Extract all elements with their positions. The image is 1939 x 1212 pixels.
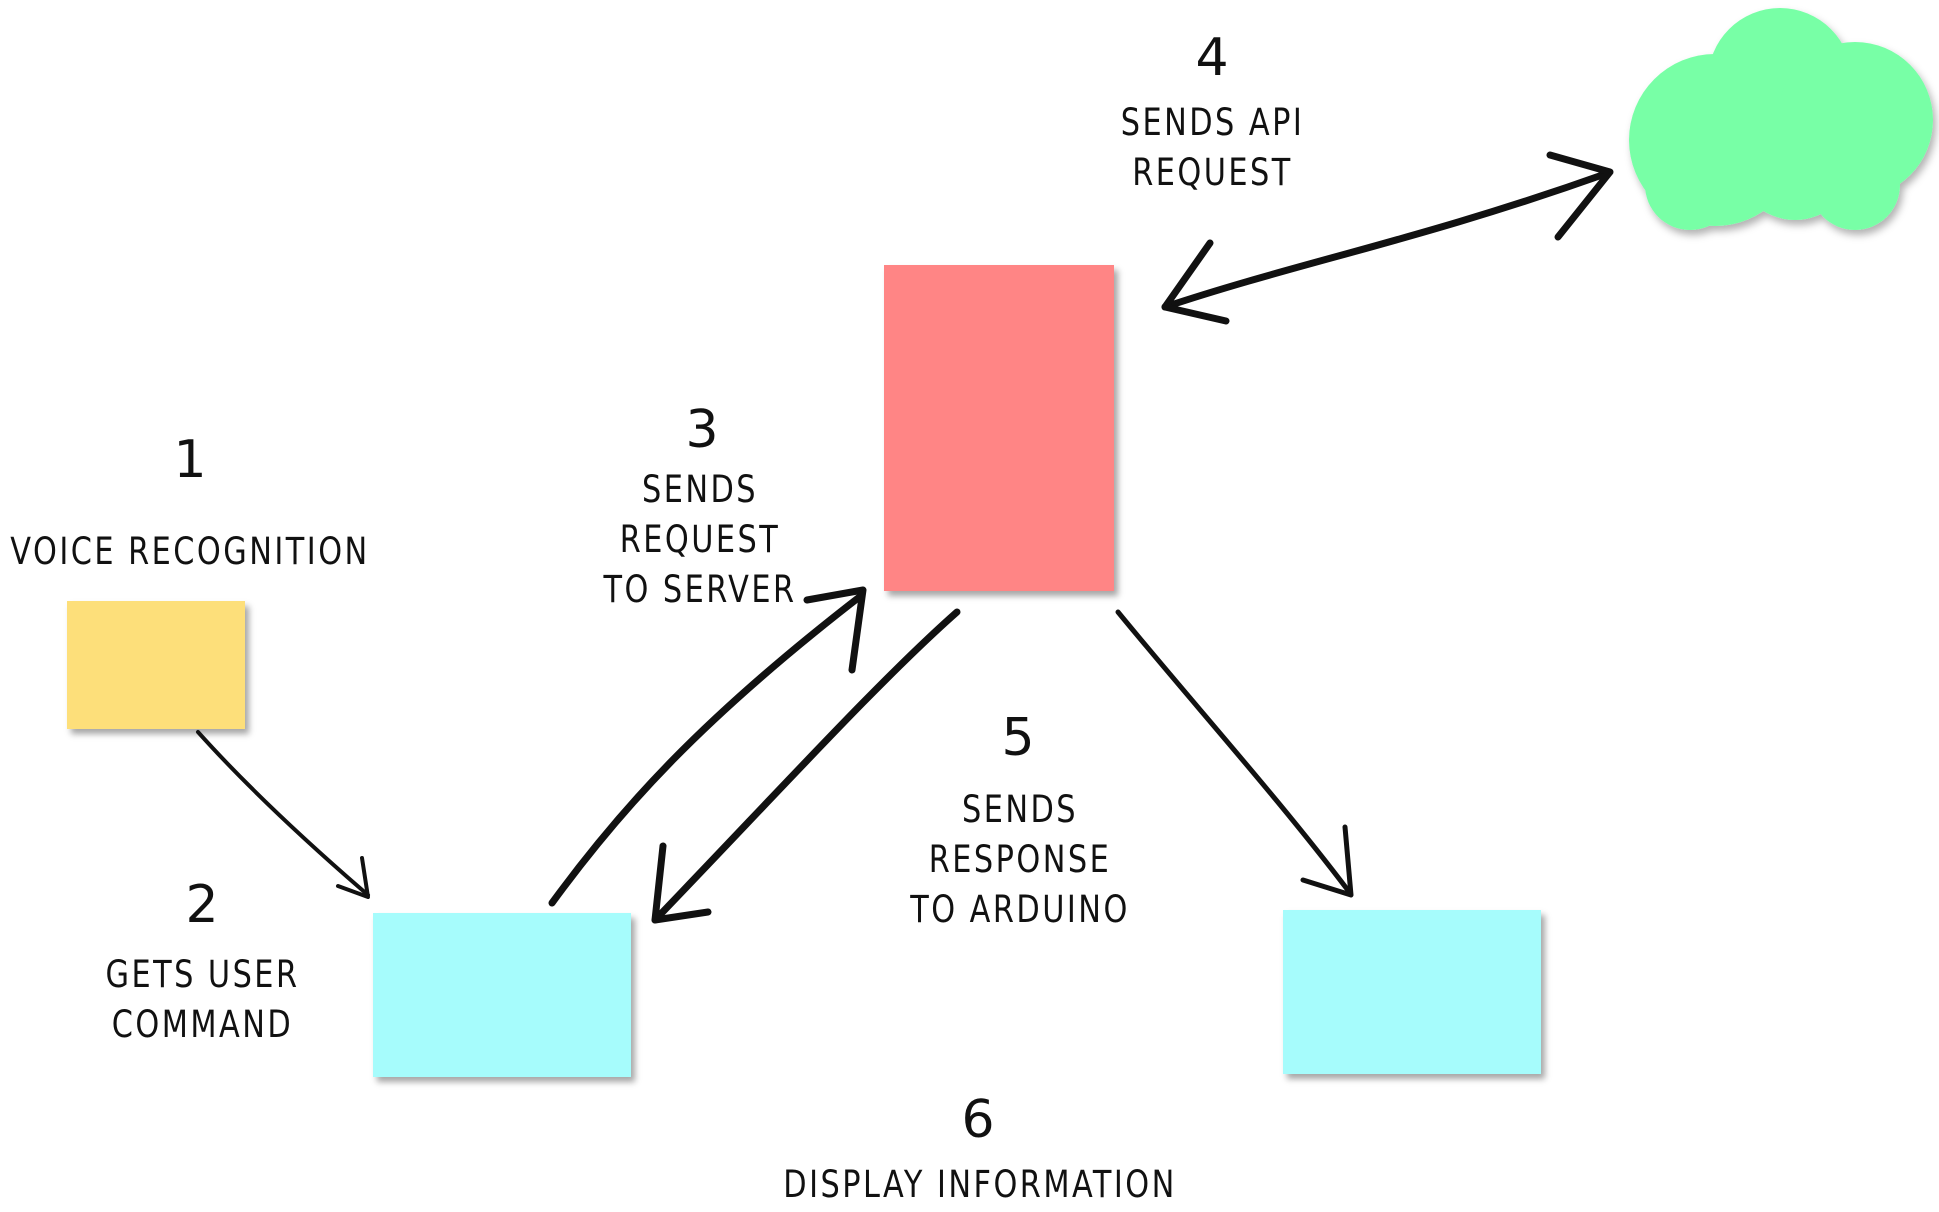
step-1-number: 1 <box>173 430 207 490</box>
step-3-number: 3 <box>685 400 719 460</box>
step-5-label-line-1: SENDS RESPONSE <box>928 788 1112 881</box>
step-3-label: SENDS REQUEST TO SERVER <box>569 465 831 615</box>
step-4-label: SENDS API REQUEST <box>1108 98 1317 198</box>
step-5-number: 5 <box>1001 708 1035 768</box>
step-3-label-line-2: TO SERVER <box>603 567 797 611</box>
step-5-label: SENDS RESPONSE TO ARDUINO <box>885 785 1156 935</box>
step-2-label-line-1: GETS USER <box>105 953 300 996</box>
step-2-number: 2 <box>185 875 219 935</box>
server-box <box>884 265 1114 591</box>
cloud-icon <box>1629 8 1933 230</box>
arrow-arduino-to-server <box>548 586 867 907</box>
step-6-number: 6 <box>961 1090 995 1150</box>
arduino-box <box>373 913 631 1077</box>
arrow-server-cloud-bidirectional <box>1161 151 1614 325</box>
voice-recognition-box <box>67 601 245 729</box>
step-2-label: GETS USER COMMAND <box>102 950 303 1050</box>
step-2-label-line-2: COMMAND <box>111 1002 294 1046</box>
arrow-voice-to-arduino <box>196 730 370 899</box>
step-4-label-line-2: REQUEST <box>1132 150 1293 194</box>
step-1-label: VOICE RECOGNITION <box>10 530 370 573</box>
display-box <box>1283 910 1541 1074</box>
arrow-server-to-arduino <box>651 608 961 924</box>
step-6-label: DISPLAY INFORMATION <box>783 1163 1177 1206</box>
arrow-server-to-display <box>1115 609 1354 898</box>
step-4-label-line-1: SENDS API <box>1120 101 1305 144</box>
step-5-label-line-2: TO ARDUINO <box>910 887 1130 931</box>
step-3-label-line-1: SENDS REQUEST <box>619 468 781 561</box>
step-4-number: 4 <box>1195 28 1229 88</box>
